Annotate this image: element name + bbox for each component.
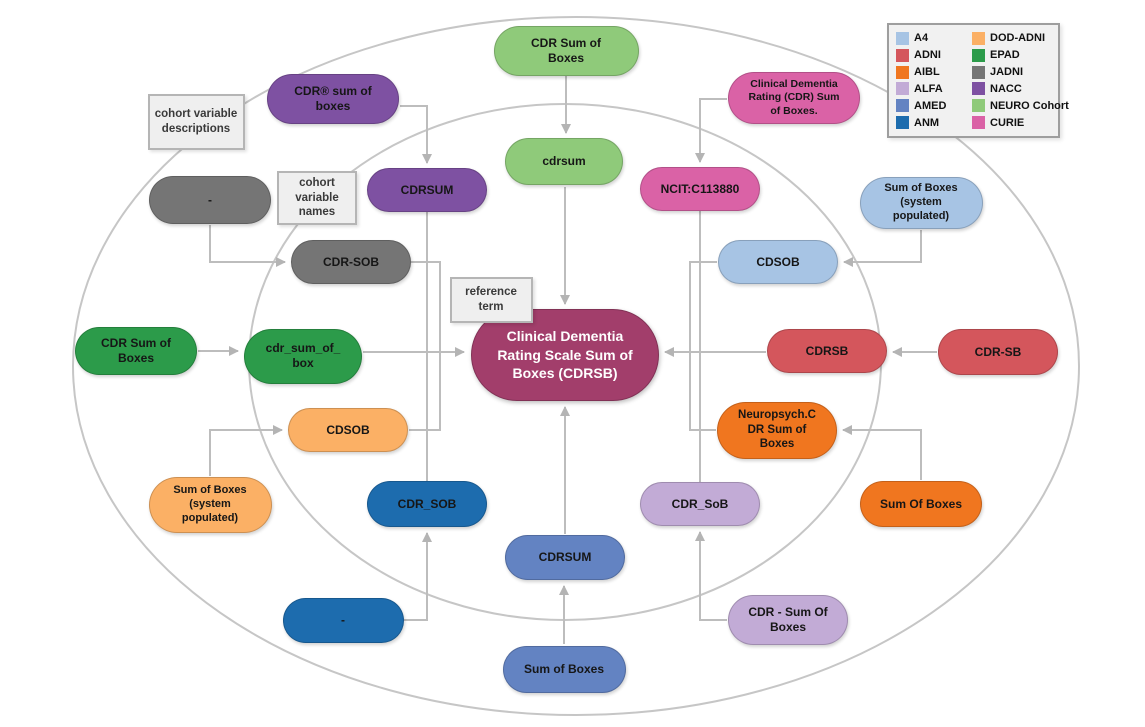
legend-swatch-aibl [896, 65, 909, 79]
legend-swatch-a4 [896, 31, 909, 45]
annotation-cohort-variable-descriptions: cohort variable descriptions [147, 94, 245, 150]
legend-label-curie: CURIE [990, 116, 1025, 129]
annotation-cohort-variable-names: cohort variable names [277, 171, 357, 225]
node-nacc-name-cdrsum: CDRSUM [367, 168, 487, 212]
node-amed-desc: Sum of Boxes [502, 645, 626, 693]
legend-label-adni: ADNI [914, 49, 941, 62]
legend-swatch-anm [896, 116, 909, 130]
node-curie-name-ncit: NCIT:C113880 [640, 167, 760, 211]
legend-label-alfa: ALFA [914, 82, 943, 95]
legend-entry-nacc: NACC [972, 81, 1051, 98]
legend-label-a4: A4 [914, 32, 929, 45]
legend-label-aibl: AIBL [914, 66, 940, 79]
annotation-reference-term: reference term [449, 277, 533, 323]
arrow-connectors [198, 76, 937, 644]
outer-ring-ellipse [72, 16, 1080, 716]
legend-entry-dod-adni: DOD-ADNI [972, 30, 1051, 47]
node-dod-adni-desc: Sum of Boxes (system populated) [148, 477, 272, 533]
legend-entry-anm: ANM [896, 114, 968, 131]
legend-entry-curie: CURIE [972, 114, 1051, 131]
node-neuro-desc: CDR Sum of Boxes [493, 26, 639, 76]
legend-label-epad: EPAD [990, 49, 1020, 62]
node-anm-name-cdr-sob: CDR_SOB [367, 481, 487, 527]
node-aibl-name-neuropsych: Neuropsych.C DR Sum of Boxes [717, 401, 837, 459]
node-dod-adni-name-cdsob: CDSOB [288, 408, 408, 452]
node-aibl-desc: Sum Of Boxes [860, 481, 982, 527]
arrow-anm-desc-to-cdr-sob [404, 532, 432, 621]
arrow-alfa-desc-to-cdr-sob [695, 531, 727, 621]
legend-label-jadni: JADNI [990, 66, 1024, 79]
legend-swatch-epad [972, 48, 985, 62]
node-adni-name-cdrsb: CDRSB [767, 329, 887, 373]
node-curie-desc: Clinical Dementia Rating (CDR) Sum of Bo… [728, 72, 860, 124]
legend-swatch-alfa [896, 82, 909, 96]
arrow-dod-desc-to-cdsob [209, 425, 283, 476]
legend-swatch-curie [972, 116, 985, 130]
legend-entry-a4: A4 [896, 30, 968, 47]
legend-swatch-jadni [972, 65, 985, 79]
legend-label-nacc: NACC [990, 82, 1022, 95]
node-epad-desc: CDR Sum of Boxes [75, 327, 197, 375]
legend-entry-amed: AMED [896, 97, 968, 114]
node-alfa-name-cdr-sob: CDR_SoB [640, 482, 760, 526]
legend-swatch-amed [896, 99, 909, 113]
legend-entry-aibl: AIBL [896, 64, 968, 81]
legend-label-anm: ANM [914, 116, 940, 129]
arrow-nacc-desc-to-cdrsum [400, 105, 432, 164]
node-jadni-desc: - [149, 176, 271, 224]
legend-entry-epad: EPAD [972, 47, 1051, 64]
node-adni-desc: CDR-SB [938, 329, 1058, 375]
node-epad-name-cdr-sum-of-box: cdr_sum_of_ box [244, 328, 362, 384]
legend-entry-jadni: JADNI [972, 64, 1051, 81]
node-nacc-desc: CDR® sum of boxes [267, 74, 399, 124]
legend-entry-neuro-cohort: NEURO Cohort [972, 97, 1069, 114]
legend-swatch-nacc [972, 82, 985, 96]
node-neuro-name-cdrsum: cdrsum [505, 137, 623, 185]
node-anm-desc: - [282, 597, 404, 643]
legend-entry-adni: ADNI [896, 47, 968, 64]
arrow-aibl-desc-to-neuropsych [842, 425, 922, 480]
legend-swatch-neuro-cohort [972, 99, 985, 113]
legend-label-neuro-cohort: NEURO Cohort [990, 99, 1069, 112]
arrow-curie-desc-to-ncit [695, 98, 727, 163]
legend-swatch-adni [896, 48, 909, 62]
node-a4-desc: Sum of Boxes (system populated) [859, 177, 983, 229]
node-jadni-name-cdr-sob: CDR-SOB [291, 240, 411, 284]
node-reference-term-cdrsb: Clinical Dementia Rating Scale Sum of Bo… [471, 309, 659, 401]
node-alfa-desc: CDR - Sum Of Boxes [728, 595, 848, 645]
node-amed-name-cdrsum: CDRSUM [505, 534, 625, 580]
node-a4-name-cdsob: CDSOB [718, 240, 838, 284]
legend-label-dod-adni: DOD-ADNI [990, 32, 1045, 45]
merge-connectors [409, 211, 717, 482]
legend-label-amed: AMED [914, 99, 947, 112]
arrow-a4-desc-to-cdsob [843, 230, 922, 267]
legend-swatch-dod-adni [972, 31, 985, 45]
arrow-jadni-desc-to-cdr-sob [209, 225, 286, 267]
legend-entry-alfa: ALFA [896, 81, 968, 98]
